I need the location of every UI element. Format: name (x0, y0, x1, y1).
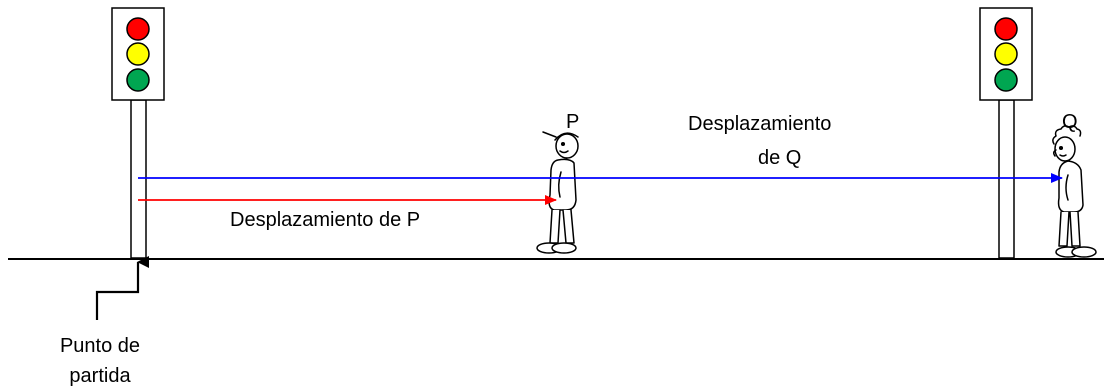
start-point-label-line2: partida (69, 365, 131, 387)
person-q-icon (1052, 125, 1097, 258)
left-traffic-light-icon (111, 7, 165, 259)
right-traffic-light-icon (979, 7, 1033, 259)
person-q-label: Q (1062, 111, 1078, 133)
displacement-p-label: Desplazamiento de P (230, 209, 421, 231)
start-pointer-arrow (95, 256, 149, 320)
displacement-q-label-line1: Desplazamiento (688, 113, 832, 135)
person-p-icon (536, 131, 579, 254)
start-point-label-line1: Punto de (59, 335, 141, 357)
person-p-label: P (566, 111, 580, 133)
displacement-q-label-line2: de Q (758, 147, 802, 169)
